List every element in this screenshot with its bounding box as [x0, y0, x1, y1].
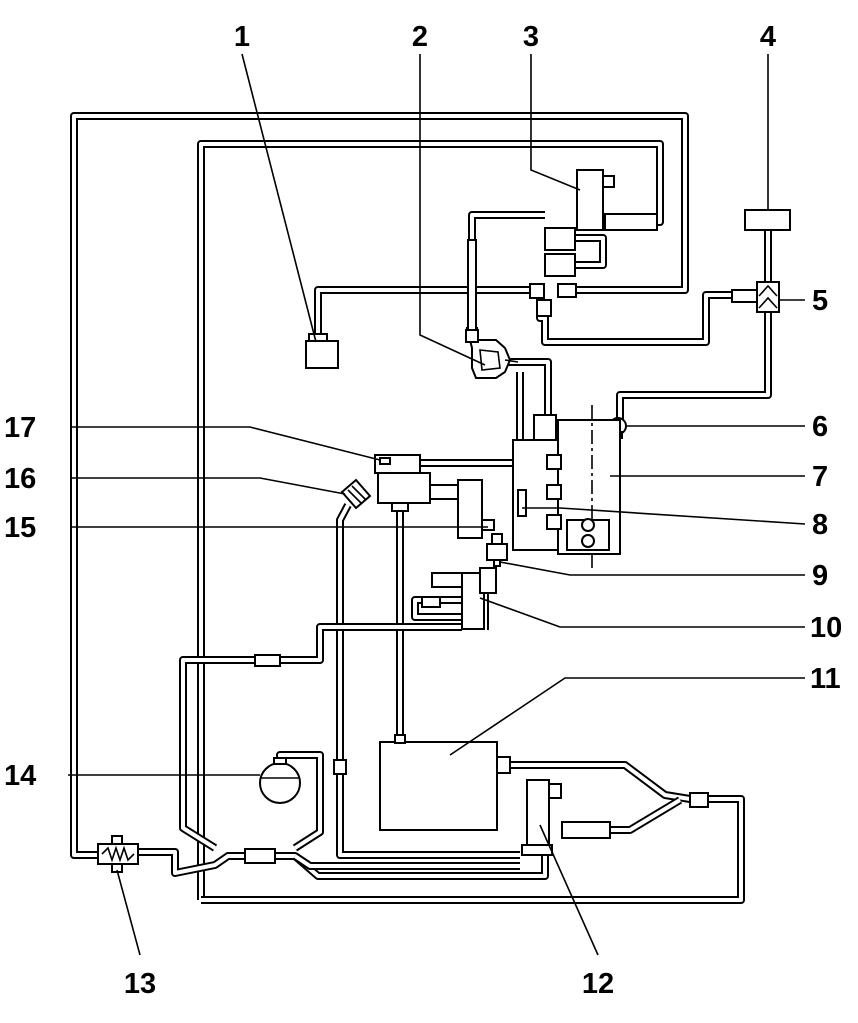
label-11: 11 [810, 663, 841, 695]
label-6: 6 [812, 411, 828, 443]
leader-8 [522, 507, 806, 525]
component-17 [374, 454, 459, 512]
hose-11-to-y [510, 761, 691, 834]
leader-1 [241, 53, 317, 343]
callout-labels: 1 2 3 4 5 6 7 8 9 10 11 12 13 14 15 16 1… [4, 21, 842, 1000]
leader-16 [72, 477, 346, 495]
component-12 [521, 779, 611, 856]
label-10: 10 [810, 612, 842, 644]
label-14: 14 [4, 760, 36, 792]
label-1: 1 [234, 21, 250, 53]
component-13 [97, 835, 139, 873]
component-5 [731, 281, 780, 313]
component-1 [305, 333, 339, 369]
hose-2-to-8 [505, 358, 552, 440]
leader-12 [539, 824, 599, 956]
component-3 [529, 169, 658, 317]
hose-left-lower-to-13 [70, 600, 98, 859]
hose-bottom-manifold [138, 848, 520, 880]
hose-12-down [520, 855, 549, 880]
label-13: 13 [124, 968, 156, 1000]
hose-couplers [244, 239, 709, 864]
component-9 [486, 533, 508, 567]
hose-16-down [336, 503, 520, 859]
label-4: 4 [760, 21, 776, 53]
leader-10 [479, 597, 805, 628]
leader-2 [419, 54, 486, 366]
components [97, 169, 791, 873]
label-16: 16 [4, 463, 36, 495]
hose-3-to-2 [468, 211, 545, 335]
component-10 [421, 567, 497, 630]
component-11 [379, 734, 511, 831]
leader-11 [449, 677, 805, 756]
hose-to-1 [314, 286, 530, 335]
hose-left-outer-loop [70, 112, 689, 600]
leader-9 [499, 561, 805, 576]
leader-lines [68, 53, 806, 956]
component-14 [259, 757, 301, 804]
label-17: 17 [4, 412, 36, 444]
hose-4-5-6 [616, 228, 772, 420]
hose-valve-link [536, 234, 733, 346]
leader-13 [116, 869, 141, 956]
label-2: 2 [412, 21, 428, 53]
label-5: 5 [812, 285, 828, 317]
component-16 [340, 478, 372, 510]
label-8: 8 [812, 509, 828, 541]
label-7: 7 [812, 461, 828, 493]
hoses [70, 112, 772, 904]
component-4 [744, 209, 791, 231]
component-8 [512, 414, 610, 551]
leader-3 [530, 54, 581, 191]
label-9: 9 [812, 560, 828, 592]
component-15 [457, 479, 495, 539]
label-15: 15 [4, 512, 36, 544]
leader-17 [72, 426, 381, 461]
label-3: 3 [523, 21, 539, 53]
label-12: 12 [582, 968, 614, 1000]
hose-bottom-return [201, 795, 745, 904]
